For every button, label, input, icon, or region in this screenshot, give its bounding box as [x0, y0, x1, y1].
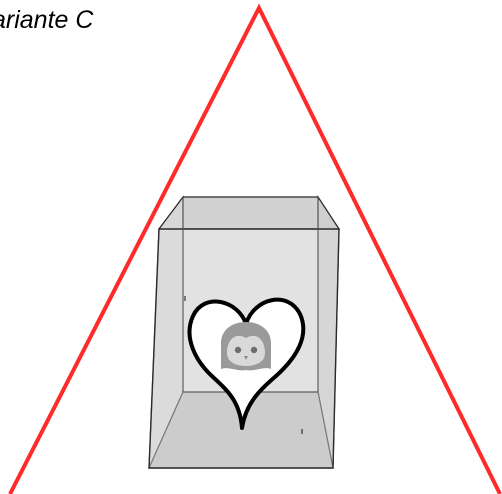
box-top-face [159, 197, 339, 229]
owl-face [227, 336, 265, 366]
owl-icon [221, 322, 271, 370]
owl-right-eye [251, 347, 257, 353]
owl-left-eye [235, 347, 241, 353]
